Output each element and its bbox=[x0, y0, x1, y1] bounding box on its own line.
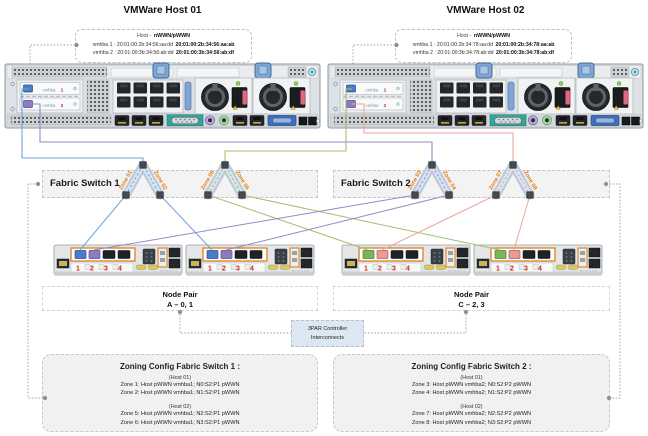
interconnect-line2: Interconnects bbox=[310, 335, 345, 342]
port-number: 1 bbox=[208, 266, 212, 273]
link-host1-vmhba1 bbox=[21, 88, 144, 165]
zoning-2-host1-header: (Host 01) bbox=[460, 374, 483, 381]
zoning-2-title: Zoning Config Fabric Switch 2 : bbox=[411, 362, 532, 371]
hba-card-number: 2 bbox=[61, 103, 64, 109]
wwn-heading-label: Host - bbox=[456, 33, 472, 39]
port-number: 3 bbox=[236, 266, 240, 273]
link-zone04 bbox=[225, 194, 450, 251]
host2-wwn-line1: vmhba 1 : 20:01:00:2b:34:78:aa:dd 20:01:… bbox=[412, 41, 555, 48]
node-pair-a-title: Node Pair bbox=[162, 290, 198, 299]
port-number: 3 bbox=[392, 266, 396, 273]
interconnect-line1: 3PAR Controller bbox=[307, 326, 348, 332]
switch-node-links bbox=[79, 194, 531, 251]
link-zone03 bbox=[93, 194, 416, 251]
hba-card-number: 2 bbox=[384, 103, 387, 109]
zone-rule: Zone 4: Host pWWN vmhba2; N1:S2:P2 pWWN bbox=[411, 389, 532, 396]
node-pair-c-box: Node Pair C – 2, 3 bbox=[333, 286, 610, 311]
link-host2-vmhba1 bbox=[224, 88, 352, 165]
connector-wwn1-server1 bbox=[29, 44, 75, 64]
fabric-switch-2-label: Fabric Switch 2 bbox=[341, 178, 411, 189]
host-switch-links bbox=[21, 88, 514, 165]
port-number: 4 bbox=[538, 266, 542, 273]
wwn-heading-label: Host - bbox=[136, 33, 152, 39]
host2-title: VMWare Host 02 bbox=[446, 5, 525, 16]
zone-rule: Zone 8: Host pWWN vmhba2; N3:S2:P2 pWWN bbox=[411, 419, 532, 426]
storage-node-2: 1 2 3 4 bbox=[341, 244, 471, 276]
link-host2-vmhba2 bbox=[352, 103, 514, 165]
zone-rule: Zone 5: Host pWWN vmhba1; N2:S2:P1 pWWN bbox=[120, 411, 240, 418]
storage-node-0: 1 2 3 4 bbox=[53, 244, 183, 276]
port-number: 1 bbox=[76, 266, 80, 273]
connector-wwn2-server2 bbox=[352, 44, 395, 64]
zoning-2-host2-header: (Host 02) bbox=[460, 404, 483, 411]
fabric-switch-1-band: Fabric Switch 1 bbox=[42, 170, 318, 198]
link-zone07 bbox=[381, 194, 497, 251]
port-number: 2 bbox=[510, 266, 514, 273]
storage-node-1: 1 2 3 4 bbox=[185, 244, 315, 276]
link-zone01 bbox=[79, 194, 127, 251]
storage-node-3: 1 2 3 4 bbox=[473, 244, 603, 276]
host1-wwn-heading: Host - nWWN/pWWN bbox=[76, 32, 251, 41]
connector-fs1-zoning1 bbox=[27, 183, 43, 399]
server-host-01: vmhba 1 vmhba 2 bbox=[5, 63, 320, 128]
node-pair-a-subtitle: A – 0, 1 bbox=[167, 300, 193, 310]
port-number: 2 bbox=[222, 266, 226, 273]
hba-card-label: vmhba bbox=[366, 88, 380, 93]
node-pair-c-title: Node Pair bbox=[453, 290, 489, 299]
host2-wwn-line2: vmhba 2 : 20:01:00:3b:34:78:ab:dd 20:01:… bbox=[413, 50, 554, 57]
port-number: 1 bbox=[496, 266, 500, 273]
node-pair-a-box: Node Pair A – 0, 1 bbox=[42, 286, 318, 311]
server-host-02: vmhba 1 vmhba 2 bbox=[328, 63, 643, 128]
zoning-1-host2-header: (Host 02) bbox=[168, 404, 192, 411]
hba-card-number: 1 bbox=[61, 88, 64, 94]
fabric-switch-2-band: Fabric Switch 2 bbox=[333, 170, 610, 198]
zoning-config-1-box: Zoning Config Fabric Switch 1 : (Host 01… bbox=[42, 354, 318, 432]
hba-card-label: vmhba bbox=[366, 103, 380, 108]
port-number: 3 bbox=[524, 266, 528, 273]
host1-title: VMWare Host 01 bbox=[123, 5, 202, 16]
zoning-1-host1-header: (Host 01) bbox=[168, 374, 192, 381]
port-number: 3 bbox=[104, 266, 108, 273]
fabric-switch-1-label: Fabric Switch 1 bbox=[50, 178, 120, 189]
hba-card-label: vmhba bbox=[43, 103, 57, 108]
link-host1-vmhba2 bbox=[29, 103, 433, 165]
zone-rule: Zone 3: Host pWWN vmhba2; N0:S2:P2 pWWN bbox=[411, 381, 532, 388]
zone-rule: Zone 2: Host pWWN vmhba1; N1:S2:P1 pWWN bbox=[120, 389, 240, 396]
zone-rule: Zone 7: Host pWWN vmhba2; N2:S2:P2 pWWN bbox=[411, 411, 532, 418]
host1-wwn-line2: vmhba 2 : 20:01:00:3b:34:56:ab:dd 20:01:… bbox=[93, 50, 234, 57]
host2-wwn-heading: Host - nWWN/pWWN bbox=[396, 32, 571, 41]
port-number: 4 bbox=[118, 266, 122, 273]
connector-nodepairA-interconnect bbox=[179, 311, 291, 334]
zone-rule: Zone 6: Host pWWN vmhba1; N3:S2:P1 pWWN bbox=[120, 419, 240, 426]
link-zone05 bbox=[207, 194, 369, 251]
port-number: 2 bbox=[90, 266, 94, 273]
link-zone08 bbox=[513, 194, 531, 251]
host2-wwn-box: Host - nWWN/pWWN vmhba 1 : 20:01:00:2b:3… bbox=[395, 29, 572, 63]
port-number: 4 bbox=[406, 266, 410, 273]
hba-card-label: vmhba bbox=[43, 88, 57, 93]
connector-nodepairC-interconnect bbox=[364, 311, 467, 334]
port-number: 4 bbox=[250, 266, 254, 273]
port-number: 1 bbox=[364, 266, 368, 273]
host1-wwn-box: Host - nWWN/pWWN vmhba 1 : 20:01:00:2b:3… bbox=[75, 29, 252, 63]
zoning-config-2-box: Zoning Config Fabric Switch 2 : (Host 01… bbox=[333, 354, 610, 432]
link-zone06 bbox=[241, 194, 501, 251]
wwn-heading-bold: nWWN/pWWN bbox=[473, 33, 511, 39]
zoning-1-title: Zoning Config Fabric Switch 1 : bbox=[120, 362, 240, 371]
host1-wwn-line1: vmhba 1 : 20:01:00:2b:34:56:aa:dd 20:01:… bbox=[92, 41, 235, 48]
hba-card-number: 1 bbox=[384, 88, 387, 94]
zone-rule: Zone 1: Host pWWN vmhba1; N0:S2:P1 pWWN bbox=[120, 381, 240, 388]
wwn-heading-bold: nWWN/pWWN bbox=[153, 33, 191, 39]
port-number: 2 bbox=[378, 266, 382, 273]
node-pair-c-subtitle: C – 2, 3 bbox=[458, 300, 485, 310]
link-zone02 bbox=[159, 194, 213, 251]
3par-interconnect-box: 3PAR Controller Interconnects bbox=[291, 320, 364, 347]
